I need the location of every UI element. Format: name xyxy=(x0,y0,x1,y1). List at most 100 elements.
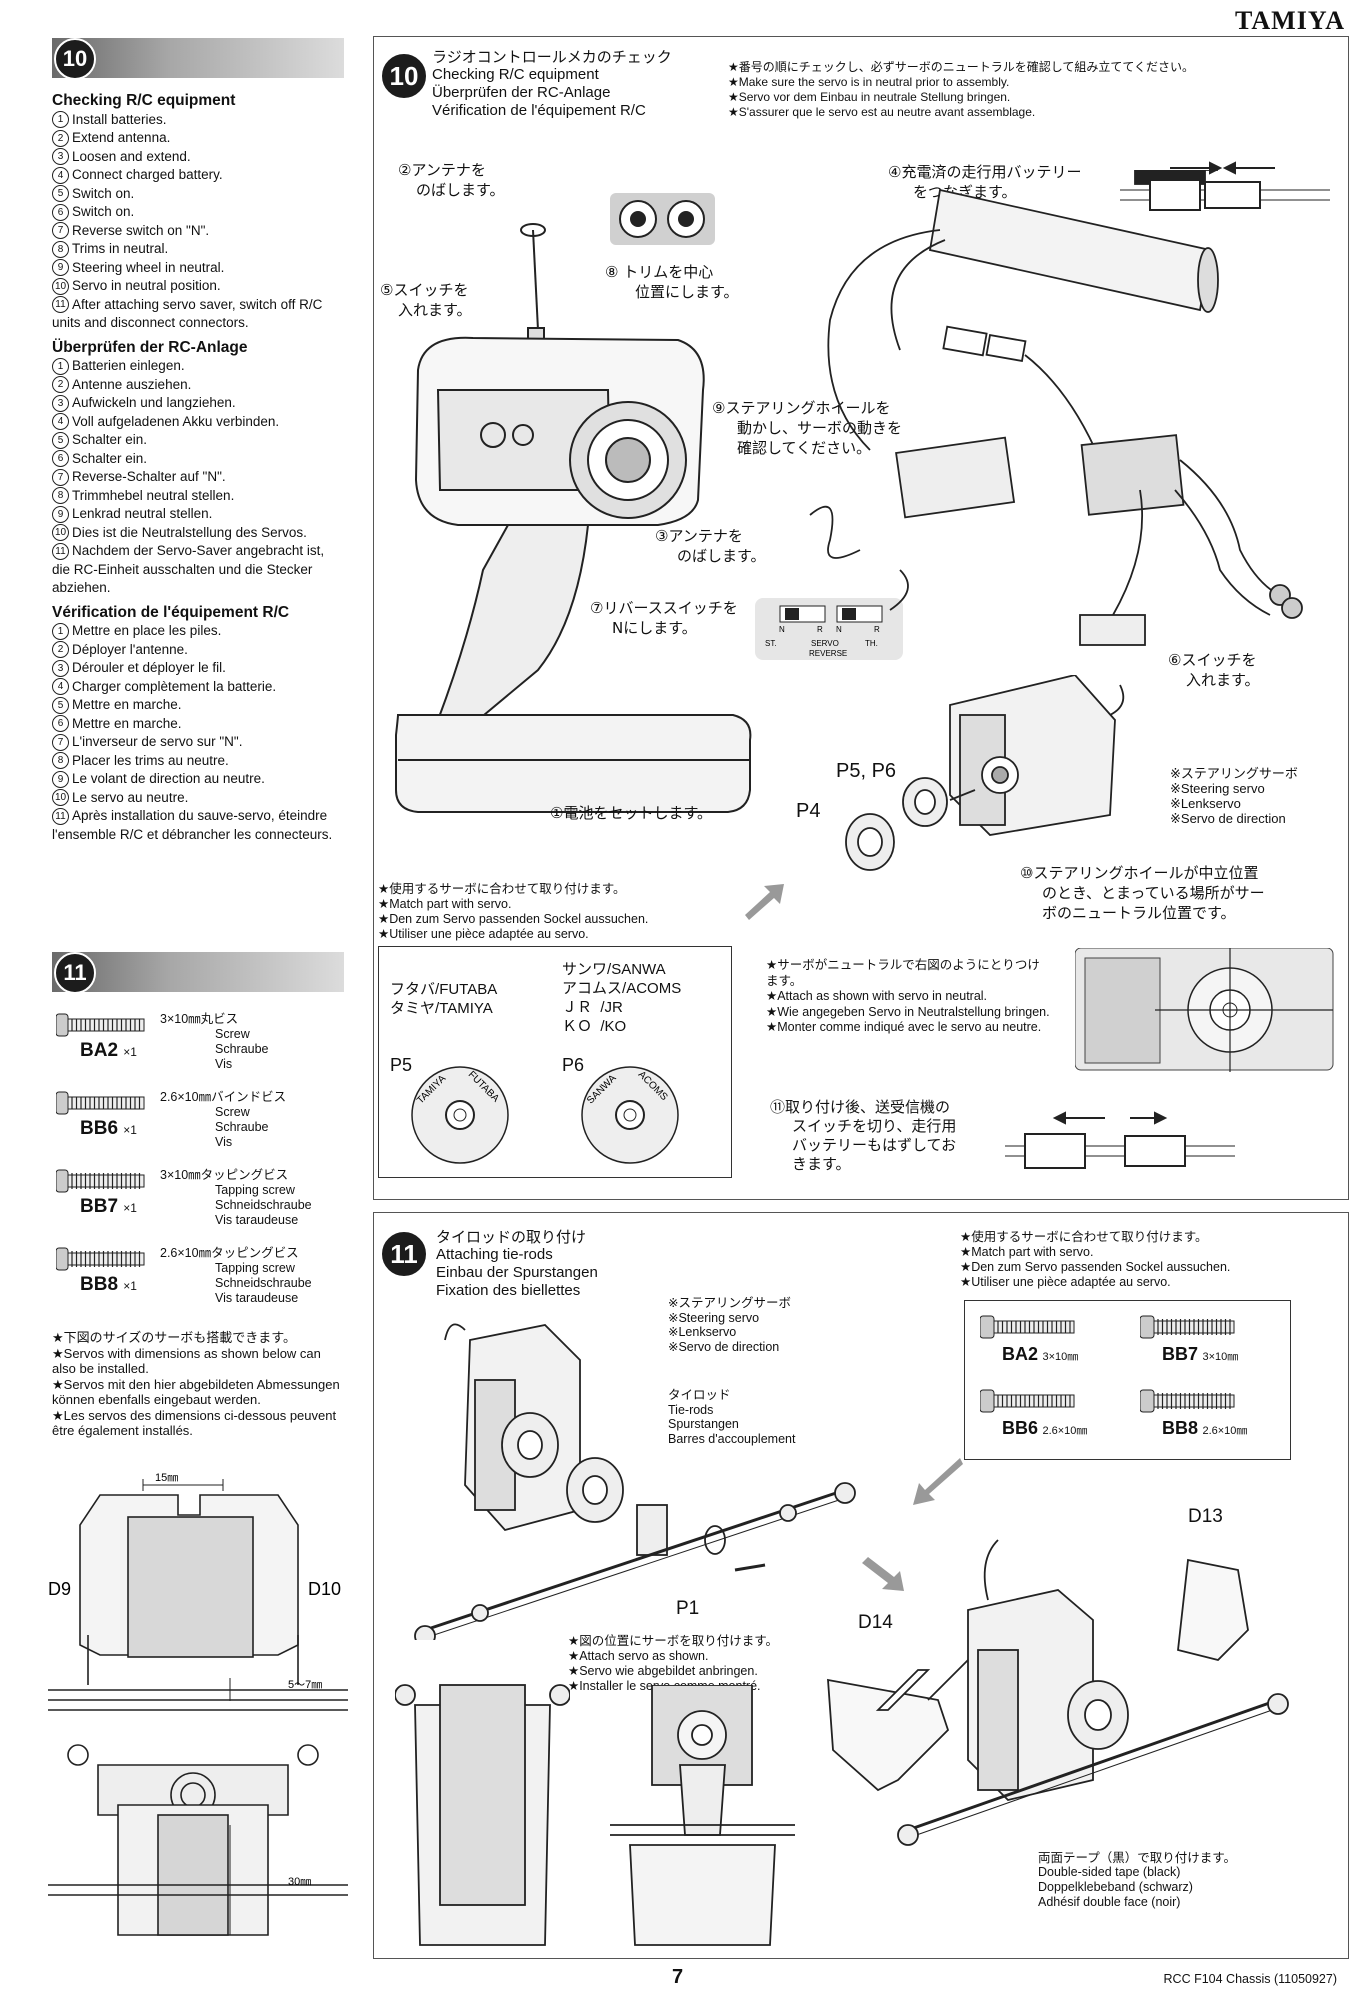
screw-icon xyxy=(56,1169,145,1193)
step11-screw-ba2: BA2 3×10㎜ xyxy=(980,1310,1130,1374)
step10-note-jp: ★番号の順にチェックし、必ずサーボのニュートラルを確認して組み立ててください。 xyxy=(728,60,1195,74)
tierod-exploded-illustration xyxy=(414,1323,856,1640)
servo-dimension-drawing: 15㎜ D9 D10 5〜7㎜ 30㎜ xyxy=(48,1472,348,1936)
brand-ko: KO xyxy=(604,1018,627,1035)
step-number-circle: 2 xyxy=(52,376,69,394)
screw-code: BA2 xyxy=(80,1040,119,1061)
callout-9-line2: 動かし、サーボの動きを xyxy=(737,419,903,437)
step-text: Nachdem der Servo-Saver angebracht ist, … xyxy=(52,543,325,595)
neutral-note-fr: ★Monter comme indiqué avec le servo au n… xyxy=(766,1020,1042,1034)
match-note-fr: ★Utiliser une pièce adaptée au servo. xyxy=(960,1275,1171,1289)
step10-title-fr: Vérification de l'équipement R/C xyxy=(432,102,646,119)
step-text: Steering wheel in neutral. xyxy=(72,259,225,275)
match-note-en: ★Match part with servo. xyxy=(960,1245,1094,1259)
step-text: Switch on. xyxy=(72,204,135,219)
step11-title: タイロッドの取り付け Attaching tie-rods Einbau der… xyxy=(436,1228,598,1300)
step-number-circle: 7 xyxy=(52,733,69,751)
screw-desc-de: Schraube xyxy=(215,1042,269,1056)
screw-icon xyxy=(1140,1389,1235,1413)
servo-position-horn-view xyxy=(610,1685,795,1946)
dim-15mm: 15㎜ xyxy=(155,1472,178,1484)
steering-servo-label: ※ステアリングサーボ ※Steering servo ※Lenkservo ※S… xyxy=(1170,766,1298,826)
screw-desc-de: Schneidschraube xyxy=(215,1276,312,1290)
tape-note-de: Doppelklebeband (schwarz) xyxy=(1038,1880,1193,1894)
step-number-circle: 10 xyxy=(52,524,69,542)
callout-8-line2: 位置にします。 xyxy=(635,283,739,301)
step-text: Loosen and extend. xyxy=(72,148,191,164)
step-text: Trimmhebel neutral stellen. xyxy=(72,487,235,503)
saver-brand-box xyxy=(378,946,732,1178)
step11-servo-label-de: ※Lenkservo xyxy=(668,1325,737,1339)
callout-9: ⑨ステアリングホイールを 動かし、サーボの動きを 確認してください。 xyxy=(712,398,902,458)
step10-title-jp: ラジオコントロールメカのチェック xyxy=(432,48,672,66)
callout-3-line1: ③アンテナを xyxy=(655,527,743,545)
brand-tamiya: TAMIYA xyxy=(439,1000,493,1017)
callout-7-line2: Nにします。 xyxy=(612,619,697,637)
screw-code: BB6 xyxy=(1002,1418,1039,1438)
step-number-circle: 5 xyxy=(52,185,69,203)
callout-1: ①電池をセットします。 xyxy=(550,804,712,822)
step-text: Schalter ein. xyxy=(72,432,148,447)
saver-parts-illustration xyxy=(845,777,976,871)
step11-title-jp: タイロッドの取り付け xyxy=(436,1228,587,1246)
brand-jr-jp: ＪＲ xyxy=(562,998,593,1016)
screw-desc-fr: Vis xyxy=(215,1057,233,1071)
step10-title-en: Checking R/C equipment xyxy=(432,66,599,83)
brand-ko-jp: ＫＯ xyxy=(562,1017,593,1035)
callout-5-line1: ⑤スイッチを xyxy=(380,281,469,299)
screw-qty: ×1 xyxy=(123,1123,137,1137)
callout-3-line2: のばします。 xyxy=(677,547,766,565)
step11-servo-label: ※ステアリングサーボ ※Steering servo ※Lenkservo ※S… xyxy=(668,1296,791,1354)
step-number-circle: 10 xyxy=(52,277,69,295)
reverse-switch-diagram: N R N R ST. SERVO TH. REVERSE xyxy=(755,598,903,660)
step11-title-en: Attaching tie-rods xyxy=(436,1246,553,1263)
step-number-circle: 6 xyxy=(52,450,69,468)
step-text: Lenkrad neutral stellen. xyxy=(72,506,213,521)
servo-label-en: ※Steering servo xyxy=(1170,781,1265,796)
callout-5-line2: 入れます。 xyxy=(398,301,472,319)
step-number-circle: 9 xyxy=(52,770,69,788)
screw-icon xyxy=(56,1013,145,1037)
servo-saver-note: ★使用するサーボに合わせて取り付けます。 ★Match part with se… xyxy=(378,882,648,942)
callout-6-line2: 入れます。 xyxy=(1186,671,1260,689)
step10-panel xyxy=(373,36,1349,1200)
step-text: Reverse switch on "N". xyxy=(72,222,210,238)
step-number-circle: 3 xyxy=(52,659,69,677)
servo-label-de: ※Lenkservo xyxy=(1170,796,1241,811)
step-number-circle: 7 xyxy=(52,222,69,240)
step-number-circle: 7 xyxy=(52,468,69,486)
step-text: Switch on. xyxy=(72,185,135,201)
attach-note-jp: ★図の位置にサーボを取り付けます。 xyxy=(568,1634,778,1648)
step11-panel xyxy=(373,1212,1349,1959)
callout-10-line2: のとき、とまっている場所がサー xyxy=(1042,884,1265,902)
step10-title-de: Überprüfen der RC-Anlage xyxy=(432,84,611,101)
callout-4-line1: ④充電済の走行用バッテリー xyxy=(888,163,1082,181)
tierod-label: タイロッド Tie-rods Spurstangen Barres d'acco… xyxy=(668,1388,795,1446)
step-text: Install batteries. xyxy=(72,111,167,127)
saver-note-jp: ★使用するサーボに合わせて取り付けます。 xyxy=(378,882,626,896)
servo-size-note: ★下図のサイズのサーボも搭載できます。 ★Servos with dimensi… xyxy=(52,1330,344,1439)
neutral-note-de: ★Wie angegeben Servo in Neutralstellung … xyxy=(766,1004,1050,1019)
neutral-note: ★サーボがニュートラルで右図のようにとりつけます。 ★Attach as sho… xyxy=(766,958,1051,1036)
match-note-de: ★Den zum Servo passenden Sockel aussuche… xyxy=(960,1260,1231,1274)
step-number-circle: 3 xyxy=(52,148,69,166)
